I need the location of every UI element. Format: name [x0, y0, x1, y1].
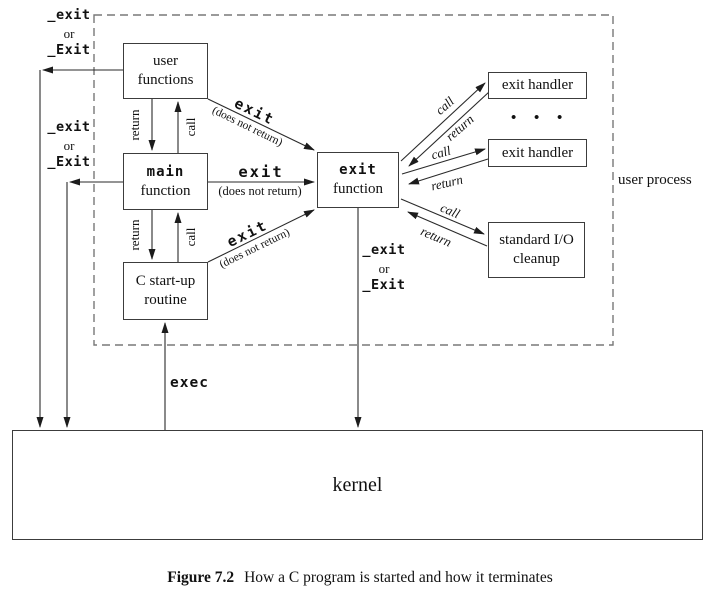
figure-caption-number: Figure 7.2: [167, 569, 235, 586]
line-call-exit-handler-2: [401, 148, 486, 175]
exit-label-main: exit: [238, 163, 283, 182]
underscore-Exit-text: _Exit: [47, 153, 91, 170]
exit-handler-1-box: exit handler: [488, 72, 587, 99]
or-text: or: [63, 25, 75, 41]
underscore-Exit-text: _Exit: [47, 41, 91, 58]
user-functions-label-2: functions: [137, 72, 194, 88]
c-startup-routine-box: C start-up routine: [123, 262, 208, 320]
return-label-main-startup: return: [127, 219, 142, 251]
main-function-box: main function: [123, 153, 208, 210]
underscore-exit-text: _exit: [362, 242, 406, 258]
kernel-label: kernel: [332, 473, 383, 496]
kernel-box: kernel: [12, 430, 703, 540]
exit-handler-2-box: exit handler: [488, 139, 587, 167]
exit-or-Exit-label-exitfn: _exit or _Exit: [360, 242, 408, 294]
exit-function-label-2: function: [333, 181, 383, 197]
exit-text: exit: [238, 163, 284, 181]
line-user-to-exitfn: [207, 98, 315, 151]
line-startup-to-exitfn: [207, 209, 315, 263]
exit-or-Exit-label-top: _exit or _Exit: [45, 7, 93, 59]
exit-function-box: exit function: [317, 152, 399, 208]
exit-or-Exit-label-mid: _exit or _Exit: [45, 119, 93, 171]
line-return-stdio-cleanup: [407, 211, 488, 247]
stdio-cleanup-label-2: cleanup: [513, 251, 560, 267]
line-call-exit-handler-1: [400, 82, 486, 162]
exec-label: exec: [170, 375, 209, 391]
main-function-label-2: function: [140, 182, 191, 199]
main-function-label-1: main: [146, 163, 185, 180]
stdio-cleanup-box: standard I/O cleanup: [488, 222, 585, 278]
underscore-Exit-text: _Exit: [362, 276, 406, 293]
underscore-exit-text: _exit: [47, 7, 91, 23]
or-text: or: [378, 260, 390, 276]
figure-caption-text: How a C program is started and how it te…: [244, 569, 553, 586]
user-process-label: user process: [618, 172, 692, 188]
stdio-cleanup-label-1: standard I/O: [499, 232, 574, 248]
exit-handler-ellipsis: • • •: [511, 110, 563, 126]
does-not-return-label-main: (does not return): [218, 184, 302, 198]
call-label-user-main: call: [183, 117, 198, 137]
exit-handler-1-label: exit handler: [501, 77, 574, 93]
user-process-boundary: [93, 14, 614, 346]
c-startup-label-2: routine: [144, 292, 187, 308]
user-functions-box: user functions: [123, 43, 208, 99]
return-label-user-main: return: [127, 109, 142, 141]
user-functions-label-1: user: [153, 53, 178, 69]
call-label-main-startup: call: [183, 227, 198, 247]
exit-function-label-1: exit: [339, 162, 377, 178]
exit-handler-2-label: exit handler: [501, 144, 574, 161]
underscore-exit-text: _exit: [47, 119, 91, 135]
or-text: or: [63, 137, 75, 153]
line-return-exit-handler-1: [408, 91, 490, 167]
line-return-exit-handler-2: [408, 158, 489, 185]
figure-caption: Figure 7.2 How a C program is started and…: [0, 569, 720, 587]
line-call-stdio-cleanup: [400, 198, 485, 235]
c-startup-label-1: C start-up: [135, 273, 196, 289]
